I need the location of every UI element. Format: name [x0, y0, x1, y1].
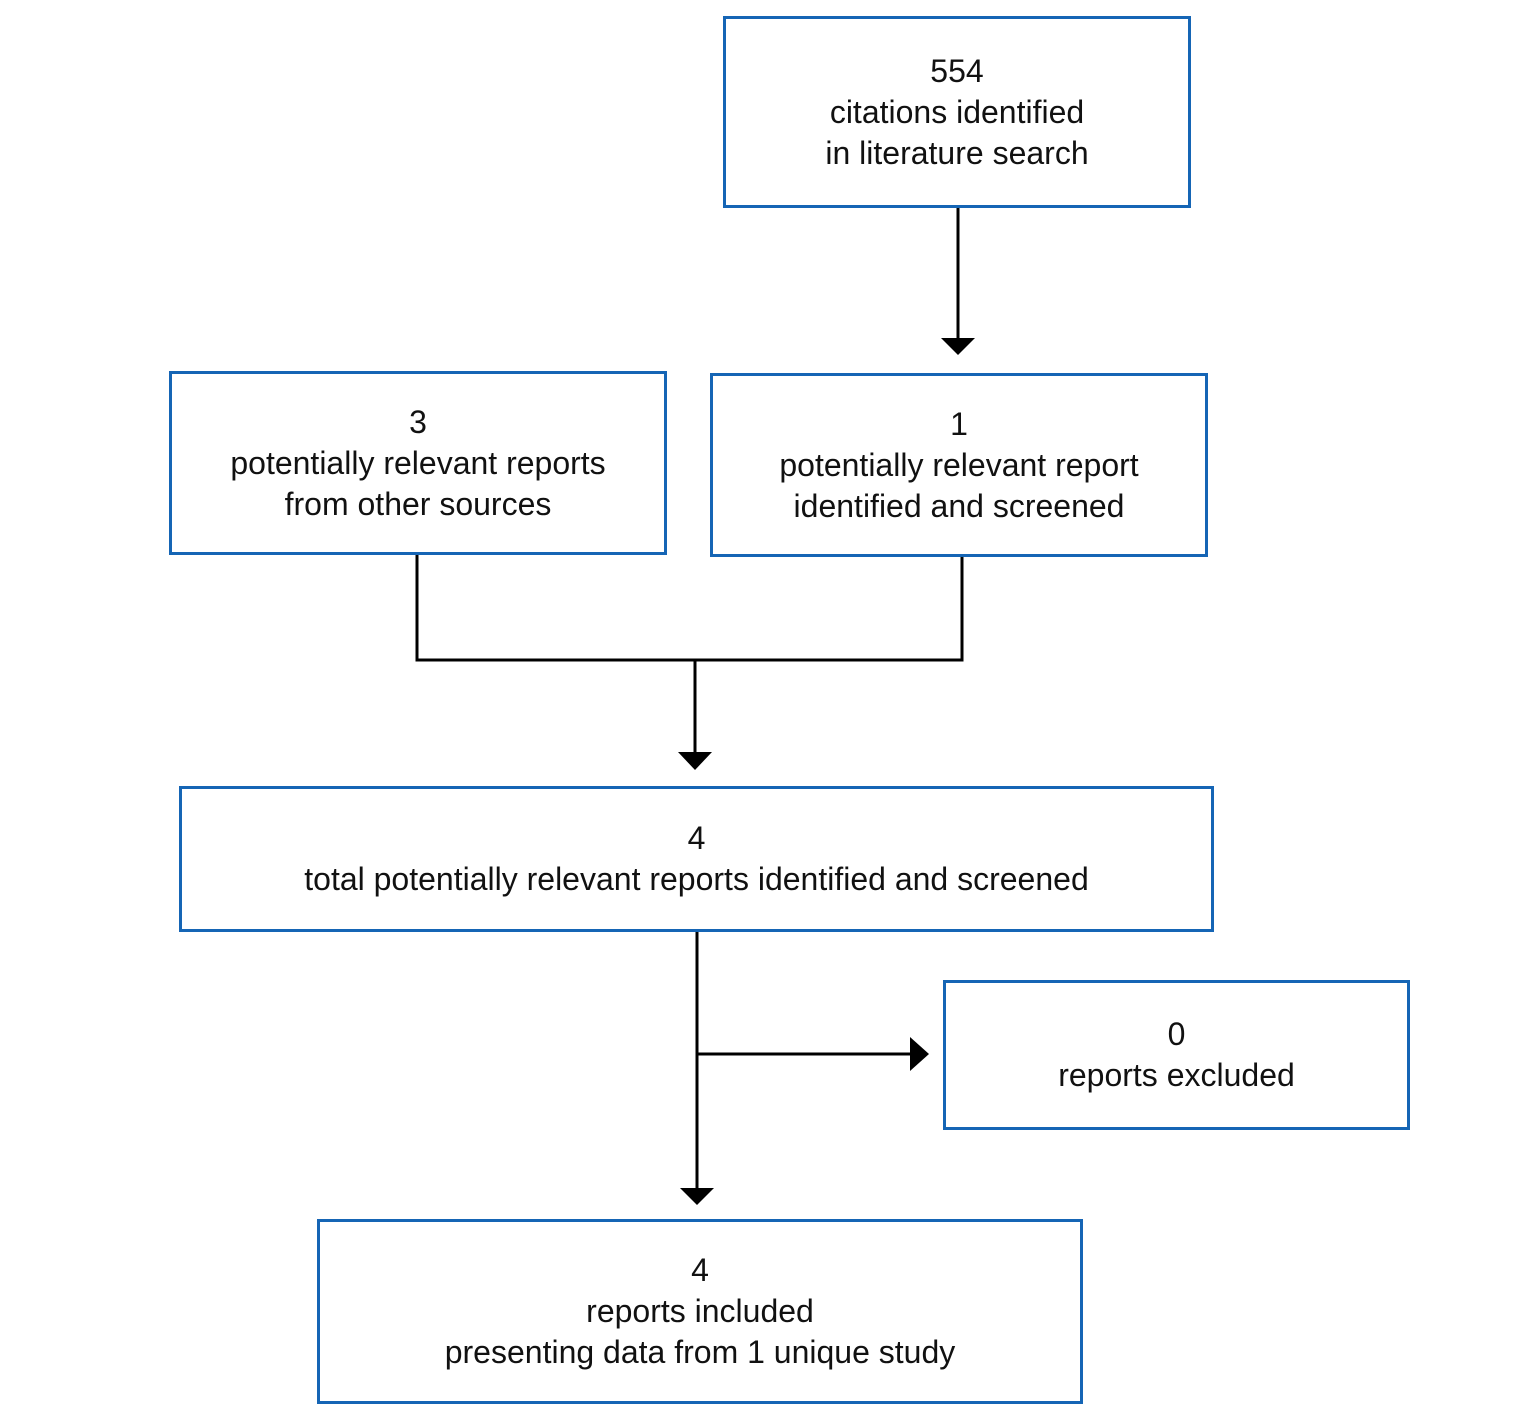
arrowhead-down — [680, 1188, 714, 1205]
count-label: 554 — [930, 52, 984, 89]
count-label: 1 — [950, 405, 968, 442]
box-text-line: reports excluded — [1058, 1057, 1295, 1093]
box-text-line: presenting data from 1 unique study — [444, 1334, 956, 1370]
box-total-screened: 4 total potentially relevant reports ide… — [179, 786, 1214, 932]
box-text-line: citations identified — [829, 93, 1085, 130]
count-label: 3 — [409, 403, 427, 440]
connector-merge — [415, 554, 964, 662]
box-text-line: total potentially relevant reports ident… — [304, 861, 1089, 897]
arrowhead-down — [678, 752, 712, 770]
box-text-line: in literature search — [825, 134, 1089, 171]
count-label: 0 — [1167, 1016, 1186, 1052]
box-reports-excluded: 0 reports excluded — [943, 980, 1410, 1130]
box-text-line: potentially relevant report — [779, 446, 1139, 483]
box-text-line: reports included — [586, 1293, 814, 1329]
box-text-line: from other sources — [284, 485, 552, 522]
box-text-line: potentially relevant reports — [230, 444, 606, 481]
box-report-screened: 1 potentially relevant report identified… — [710, 373, 1208, 557]
box-text-line: identified and screened — [793, 487, 1125, 524]
box-literature-search: 554 citations identified in literature s… — [723, 16, 1191, 208]
box-other-sources: 3 potentially relevant reports from othe… — [169, 371, 667, 555]
arrowhead-down — [941, 338, 975, 355]
arrowhead-right — [910, 1037, 929, 1071]
count-label: 4 — [691, 1252, 709, 1288]
count-label: 4 — [687, 820, 706, 856]
box-reports-included: 4 reports included presenting data from … — [317, 1219, 1083, 1404]
